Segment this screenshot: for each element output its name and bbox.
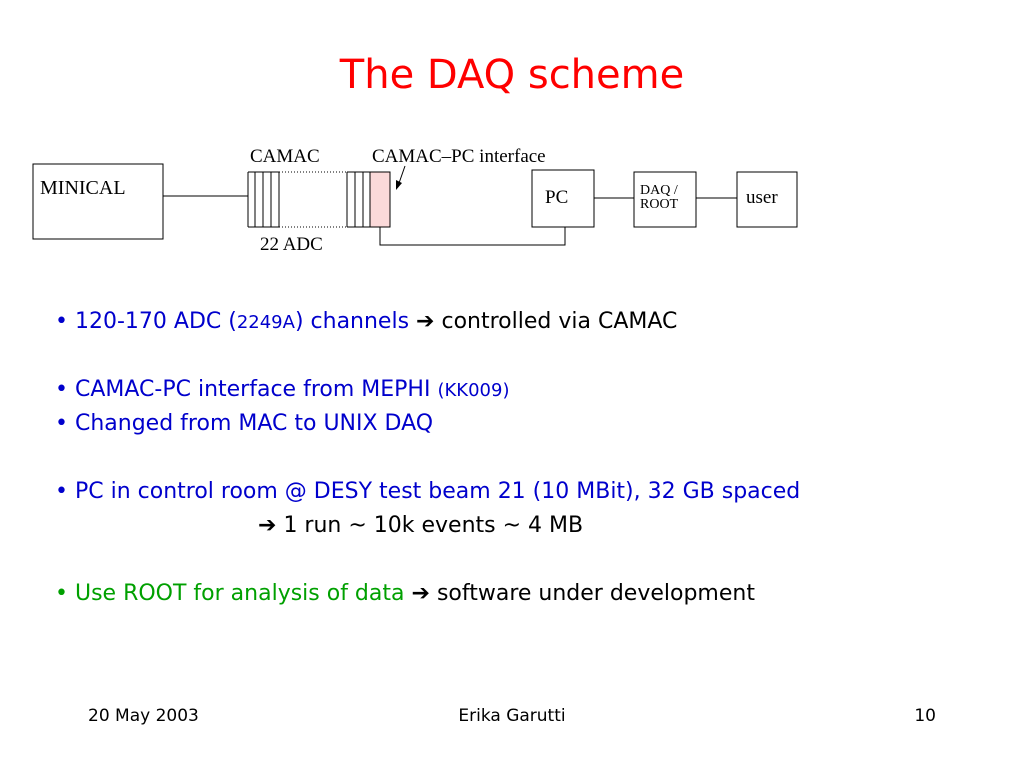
footer-date: 20 May 2003 [88, 706, 199, 726]
bullet-list: • 120-170 ADC (2249A) channels ➔ control… [55, 305, 995, 611]
bullet-run-size: ➔ 1 run ~ 10k events ~ 4 MB [55, 509, 995, 543]
interface-pc-link [379, 227, 566, 246]
bullet-result: controlled via CAMAC [441, 309, 678, 334]
minical-label: MINICAL [40, 177, 126, 199]
right-arrow-icon: ➔ [258, 513, 277, 538]
footer-page-number: 10 [914, 706, 936, 726]
bullet-control-room: • PC in control room @ DESY test beam 21… [55, 475, 995, 509]
bullet-dot: • [55, 411, 68, 436]
minical-box [32, 163, 164, 240]
adc-label: 22 ADC [260, 234, 323, 255]
bullet-result: software under development [436, 581, 755, 606]
bullet-dot: • [55, 581, 68, 606]
camac-crate [247, 171, 371, 228]
daq-label: DAQ / [640, 183, 678, 198]
bullet-text: Use ROOT for analysis of data [74, 581, 405, 606]
camac-label: CAMAC [250, 146, 320, 167]
bullet-dot: • [55, 309, 68, 334]
bullet-text: PC in control room @ DESY test beam 21 (… [74, 479, 801, 504]
right-arrow-icon: ➔ [416, 309, 435, 334]
bullet-text: 120-170 ADC ( [74, 309, 237, 334]
bullet-dot: • [55, 479, 68, 504]
slide-title: The DAQ scheme [339, 52, 685, 98]
pc-label: PC [545, 187, 568, 208]
bullet-text: CAMAC-PC interface from MEPHI [74, 377, 431, 402]
bullet-adc-channels: • 120-170 ADC (2249A) channels ➔ control… [55, 305, 995, 339]
bullet-root-analysis: • Use ROOT for analysis of data ➔ softwa… [55, 577, 995, 611]
root-label: ROOT [640, 197, 679, 212]
camac-pc-interface-module [369, 171, 391, 228]
bullet-text-2: ) channels [294, 309, 410, 334]
daq-root-box [633, 171, 697, 228]
interface-pointer-arrow [396, 165, 406, 190]
bullet-unix-daq: • Changed from MAC to UNIX DAQ [55, 407, 995, 441]
right-arrow-icon: ➔ [411, 581, 430, 606]
bullet-result: 1 run ~ 10k events ~ 4 MB [283, 513, 584, 538]
bullet-interface: • CAMAC-PC interface from MEPHI (KK009) [55, 373, 995, 407]
interface-label: CAMAC–PC interface [372, 146, 546, 167]
user-label: user [746, 187, 778, 208]
user-box [736, 171, 798, 228]
daq-diagram: MINICAL CAMAC CAMAC–PC interface 22 ADC … [32, 146, 798, 255]
adc-model: 2249A [236, 312, 295, 333]
bullet-dot: • [55, 377, 68, 402]
pc-box [531, 169, 595, 228]
footer-author: Erika Garutti [458, 706, 566, 726]
interface-model: (KK009) [437, 380, 510, 401]
bullet-text: Changed from MAC to UNIX DAQ [74, 411, 434, 436]
